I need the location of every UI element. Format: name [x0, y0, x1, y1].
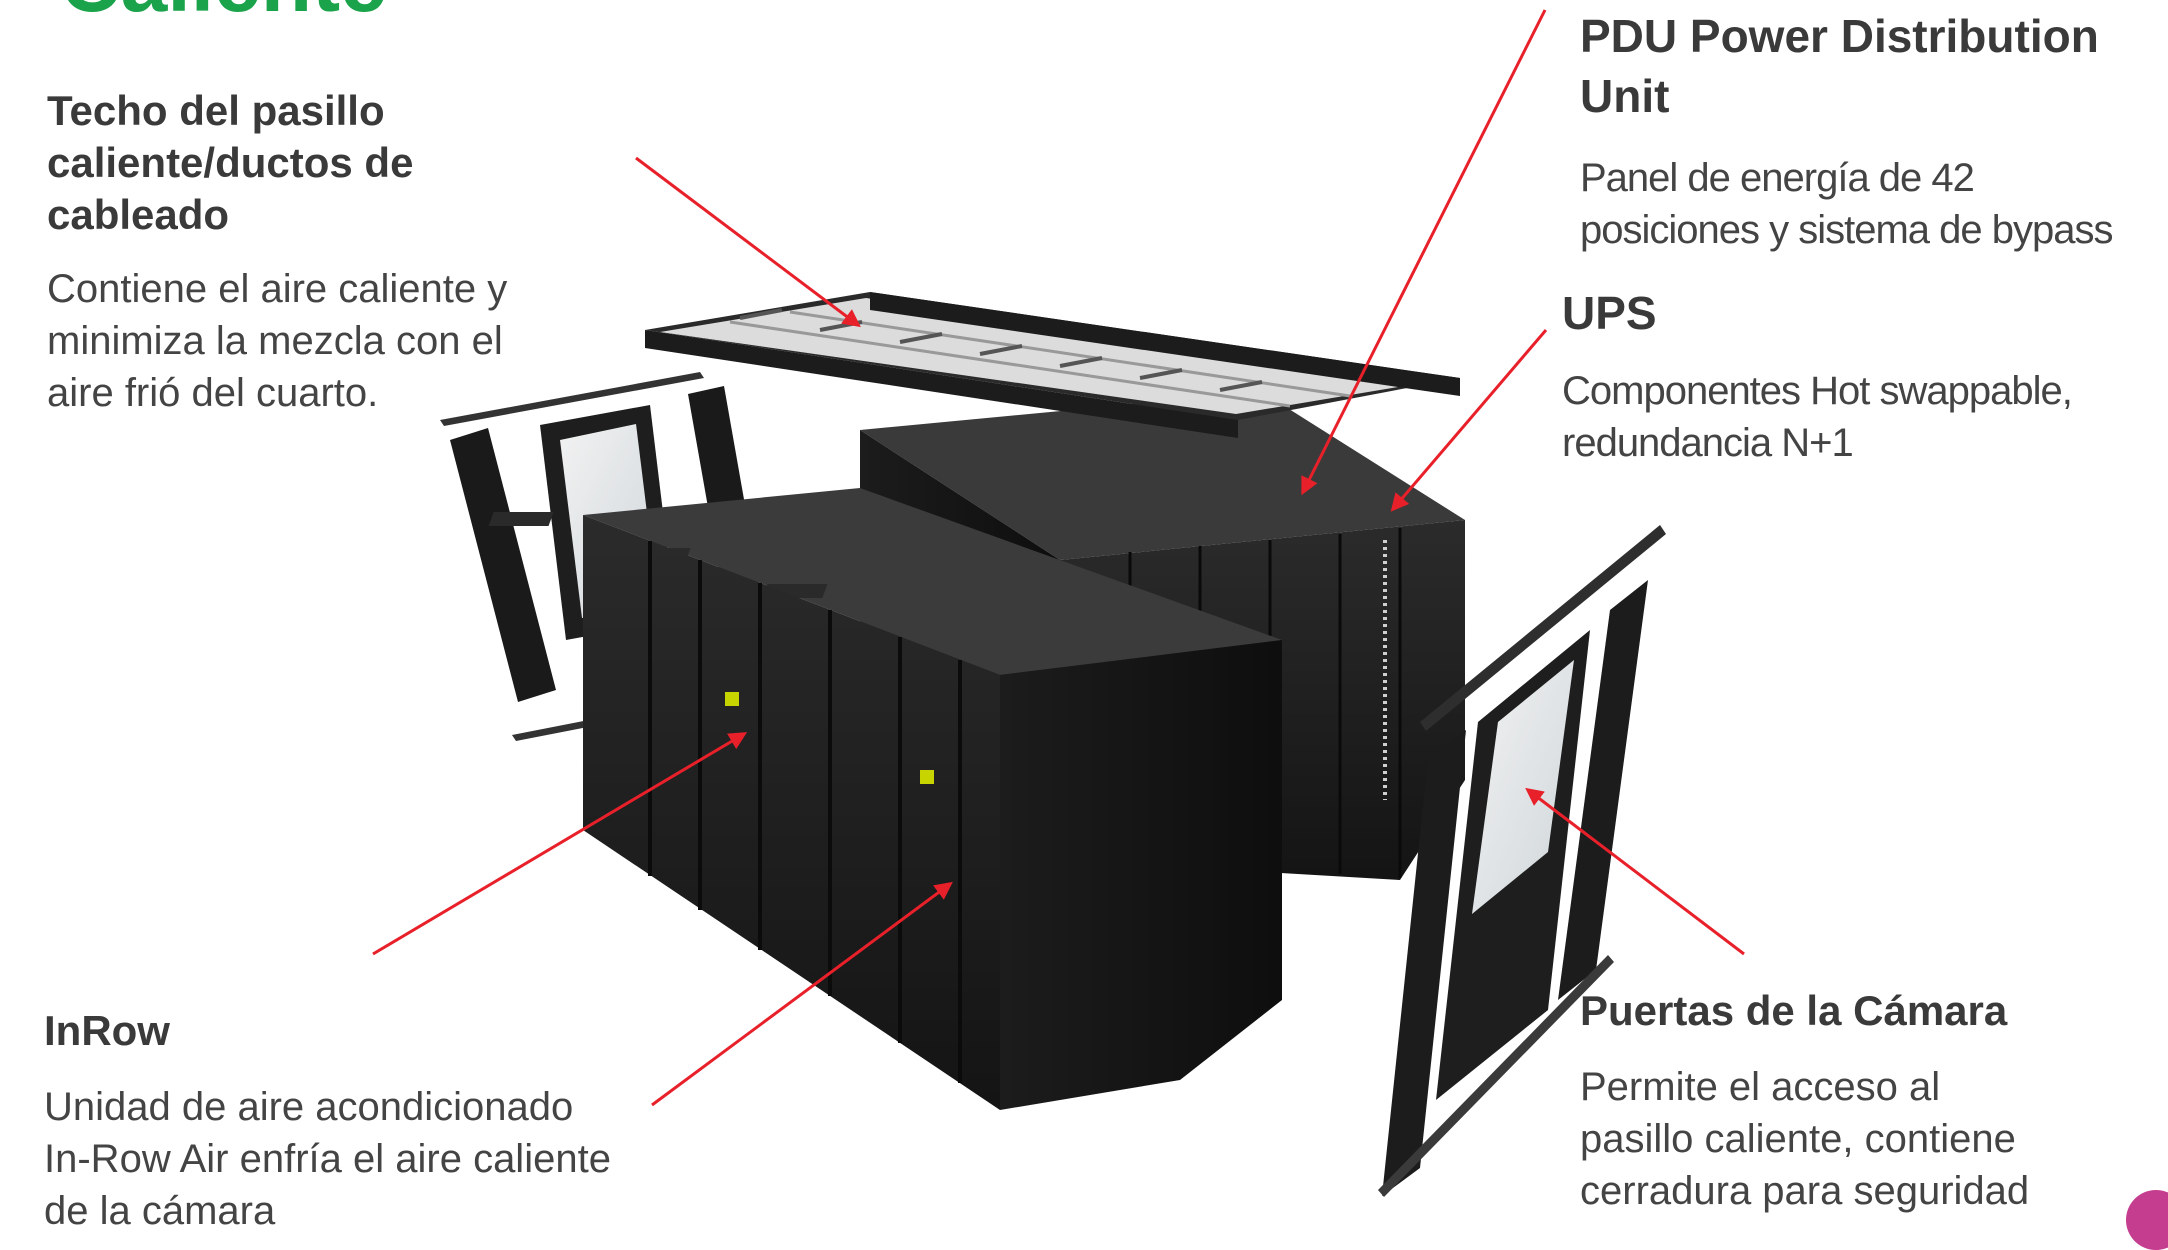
label-ups-title: UPS: [1562, 287, 1657, 339]
section-heading: Caliente: [60, 0, 387, 24]
label-pdu-desc-2: posiciones y sistema de bypass: [1580, 208, 2113, 252]
label-techo-desc-3: aire frió del cuarto.: [47, 371, 379, 415]
label-techo-desc-2: minimiza la mezcla con el: [47, 319, 503, 363]
label-inrow-desc-1: Unidad de aire acondicionado: [44, 1085, 574, 1129]
label-ups: UPS Componentes Hot swappable, redundanc…: [1562, 285, 2073, 469]
label-pdu-title-2: Unit: [1580, 70, 1670, 122]
label-techo-title-3: cableado: [47, 191, 230, 238]
arrow-inrow-1: [372, 732, 748, 956]
label-puertas-desc-2: pasillo caliente, contiene: [1580, 1117, 2016, 1161]
arrow-puertas: [1525, 787, 1745, 956]
label-puertas-desc-1: Permite el acceso al: [1580, 1065, 1941, 1109]
label-ups-desc-1: Componentes Hot swappable,: [1562, 369, 2073, 413]
label-ups-desc-2: redundancia N+1: [1562, 421, 1854, 465]
arrow-ups: [1390, 329, 1548, 512]
label-techo-title-1: Techo del pasillo: [47, 87, 385, 134]
label-puertas-title: Puertas de la Cámara: [1580, 987, 2008, 1034]
label-techo-title-2: caliente/ductos de: [47, 139, 414, 186]
label-techo-desc-1: Contiene el aire caliente y: [47, 267, 508, 311]
right-side-doors: [1378, 525, 1666, 1197]
arrow-inrow-2: [651, 881, 953, 1107]
label-pdu-title-1: PDU Power Distribution: [1580, 10, 2099, 62]
label-inrow-title: InRow: [44, 1007, 170, 1054]
label-inrow-desc-2: In-Row Air enfría el aire caliente: [44, 1137, 611, 1181]
arrow-pdu: [1301, 9, 1547, 496]
label-pdu: PDU Power Distribution Unit Panel de ene…: [1580, 6, 2113, 256]
arrow-techo: [635, 156, 861, 328]
front-rack-row: [488, 488, 1282, 1110]
label-puertas-desc-3: cerradura para seguridad: [1580, 1169, 2030, 1213]
label-inrow-desc-3: de la cámara: [44, 1189, 276, 1233]
label-inrow: InRow Unidad de aire acondicionado In-Ro…: [44, 1005, 611, 1237]
callout-arrows: [372, 9, 1745, 1107]
label-puertas: Puertas de la Cámara Permite el acceso a…: [1580, 985, 2029, 1217]
label-pdu-desc-1: Panel de energía de 42: [1580, 156, 1975, 200]
label-techo: Techo del pasillo caliente/ductos de cab…: [47, 85, 507, 419]
